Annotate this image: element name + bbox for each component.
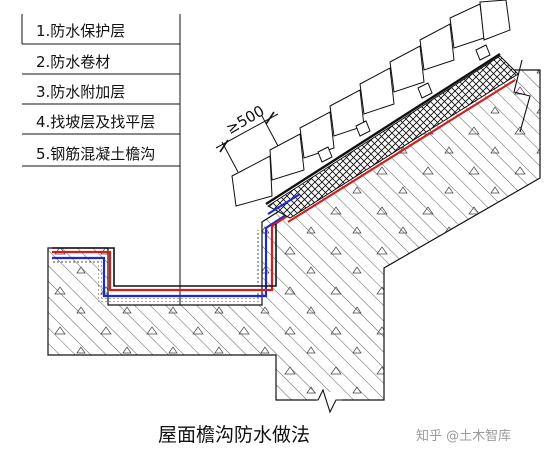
diagram-caption: 屋面檐沟防水做法: [158, 424, 310, 446]
break-mark-column: [302, 388, 356, 414]
legend-item-1: 1.防水保护层: [36, 22, 125, 40]
legend-item-4: 4.找坡层及找平层: [36, 113, 155, 131]
roof-tiles: [231, 0, 511, 207]
roof-layers: [265, 52, 519, 223]
legend-item-5: 5.钢筋混凝土檐沟: [36, 145, 155, 163]
legend-item-2: 2.防水卷材: [36, 53, 110, 71]
legend: 1.防水保护层 2.防水卷材 3.防水附加层 4.找坡层及找平层 5.钢筋混凝土…: [21, 14, 181, 318]
additional-layer: [52, 197, 313, 298]
break-mark-slab: [513, 59, 531, 133]
watermark: 知乎 @土木智库: [416, 428, 511, 444]
legend-item-3: 3.防水附加层: [36, 83, 125, 101]
